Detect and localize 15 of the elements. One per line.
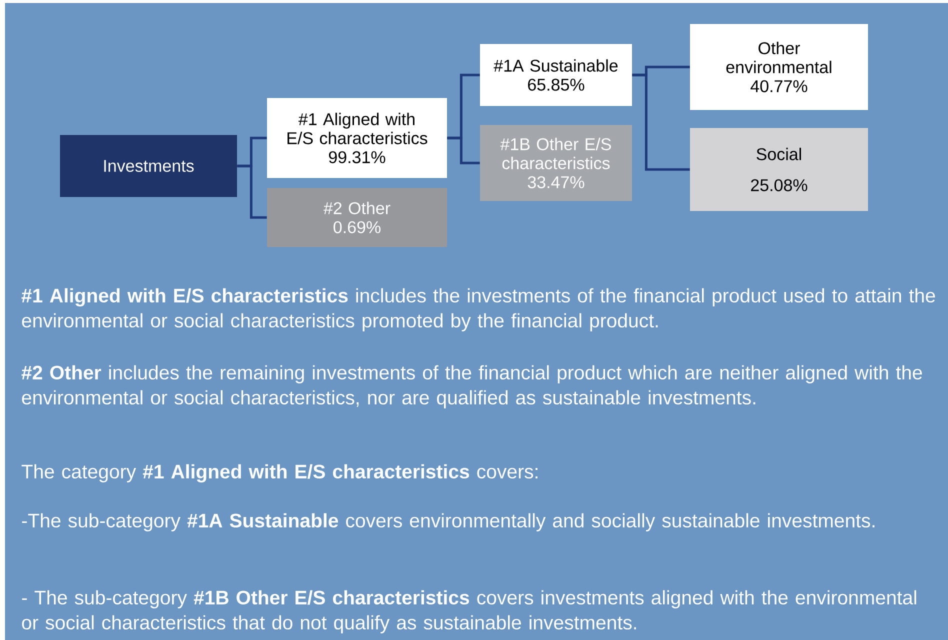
category-box: #2 Other 0.69%: [267, 188, 447, 247]
note-paragraph: #2 Other includes the remaining investments of the financial product which are neither aligned with the environmental or social characteristics, nor are qualified as sustainable investments.: [22, 365, 922, 408]
note-paragraph: #1 Aligned with E/S characteristics includes the investments of the financial product used to attain the environmental or social characteristics promoted by the financial product.: [22, 288, 935, 332]
bracket-connector: [632, 74, 690, 171]
category-box: #1A Sustainable 65.85%: [480, 44, 632, 106]
bracket-connector: [237, 164, 267, 219]
category-box: #1 Aligned with E/S characteristics 99.31%: [267, 98, 447, 178]
category-box: #1B Other E/S characteristics 33.47%: [480, 125, 632, 201]
category-box: Investments: [60, 135, 237, 197]
note-paragraph: -The sub-category #1A Sustainable covers environmentally and socially sustainable investments.: [22, 513, 874, 532]
bracket-connector: [447, 136, 480, 164]
note-paragraph: - The sub-category #1B Other E/S characteristics covers investments aligned with the environmental or social characteristics that do not qualify as sustainable investments.: [22, 590, 916, 634]
category-box: Social 25.08%: [690, 128, 868, 211]
note-paragraph: The category #1 Aligned with E/S characteristics covers:: [22, 464, 538, 482]
category-box: Other environmental 40.77%: [690, 24, 868, 110]
